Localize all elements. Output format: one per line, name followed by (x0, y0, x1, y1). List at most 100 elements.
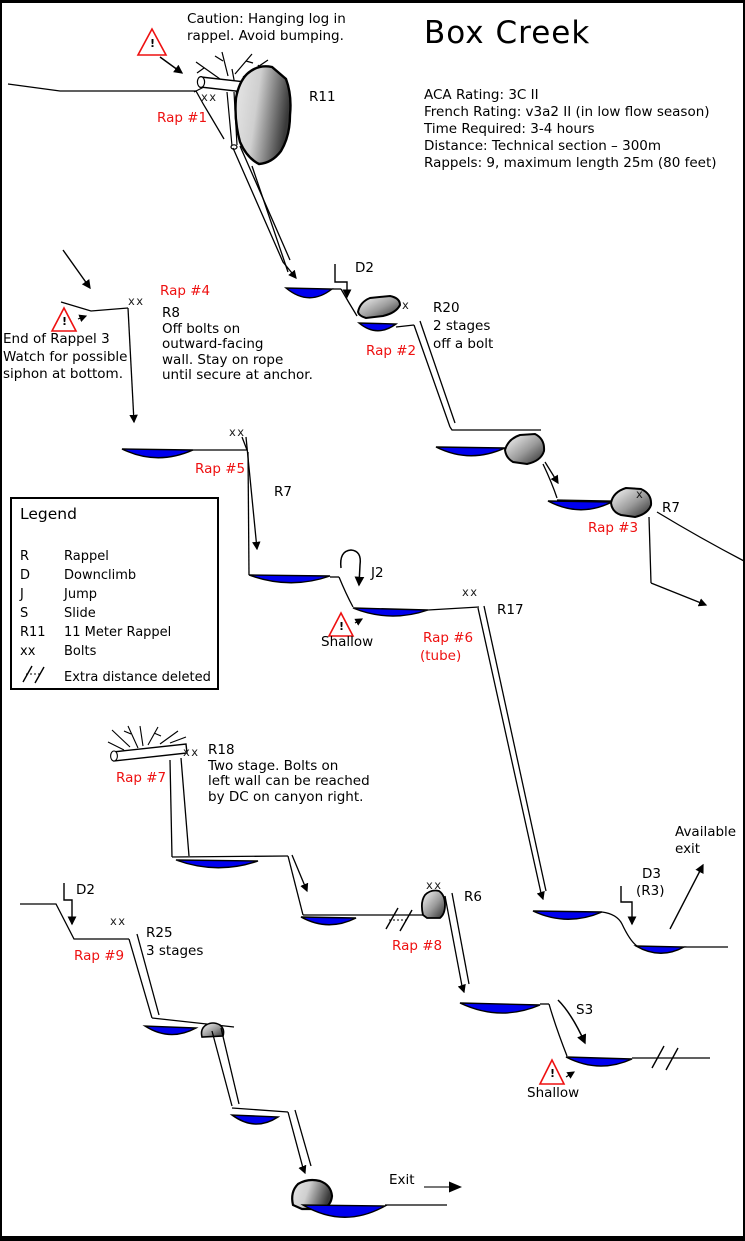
s3-label: S3 (576, 1002, 594, 1018)
rap6-tube-rappel (477, 605, 547, 901)
floor-rap7-mid (171, 855, 289, 858)
pool-14 (142, 1025, 199, 1036)
bolts-rap7: xx (183, 745, 200, 759)
floor-after-pool-2 (395, 324, 415, 328)
legend-label-bolts: Bolts (64, 644, 97, 659)
info-aca-rating: ACA Rating: 3C II (424, 87, 539, 103)
r18-note: R18 Two stage. Bolts on left wall can be… (208, 742, 370, 805)
floor-r25-stage2 (231, 1107, 289, 1113)
floor-row4-start (20, 903, 129, 940)
pool-12 (459, 1002, 541, 1014)
legend-row-bolts: xx Bolts (20, 644, 96, 659)
rap8-label: Rap #8 (392, 938, 443, 954)
rap6-label: Rap #6 (423, 630, 474, 646)
r7-top-label: R7 (662, 500, 680, 516)
r18-line3: left wall can be reached (208, 773, 370, 789)
r11-label: R11 (309, 89, 336, 105)
d3-note: D3 (R3) (636, 866, 665, 900)
pool-13-shallow (565, 1056, 633, 1067)
extra-distance-symbol-icon (20, 663, 64, 689)
caution-pointer-arrow (159, 56, 184, 74)
end-r3-line3: siphon at bottom. (3, 366, 123, 382)
pool-1 (283, 287, 334, 299)
d3-line2: (R3) (636, 883, 665, 899)
rock-rap3 (609, 486, 653, 519)
bolts-rap5: xx (229, 425, 246, 439)
r8-line1: R8 (162, 305, 180, 321)
rap5-r7-drop (245, 436, 261, 576)
caution-line-1: Caution: Hanging log in (187, 11, 346, 27)
info-rappels: Rappels: 9, maximum length 25m (80 feet) (424, 155, 717, 171)
end-r3-line1: End of Rappel 3 (3, 331, 110, 347)
legend-title: Legend (20, 505, 77, 523)
legend-symbol-bolts: xx (20, 644, 36, 659)
r8-line2: Off bolts on (162, 320, 241, 337)
warning-mark-shallow1: ! (339, 620, 345, 633)
rap7-ropes (169, 757, 190, 858)
downclimb-2-arrow-top (334, 264, 352, 299)
frame-bottom (0, 1236, 745, 1241)
pool-2 (356, 322, 399, 332)
bolt-r20: x (402, 298, 411, 312)
r18-line2: Two stage. Bolts on (208, 757, 339, 774)
info-time: Time Required: 3-4 hours (424, 121, 595, 137)
r25-line2: 3 stages (146, 943, 204, 959)
r7-exit-lines (648, 511, 745, 607)
legend-label-rappel: Rappel (64, 549, 109, 564)
r20-line3: off a bolt (433, 336, 494, 352)
r8-line5: until secure at anchor. (162, 367, 313, 383)
rap9-label: Rap #9 (74, 948, 125, 964)
r20-two-stage-rappel (413, 320, 541, 431)
legend-label-slide: Slide (64, 606, 96, 621)
end-rappel3-ledge (60, 301, 129, 312)
log-rap7-drawing (107, 725, 188, 762)
r8-note: R8 Off bolts on outward-facing wall. Sta… (162, 305, 313, 384)
pool-4 (547, 500, 613, 511)
r18-line1: R18 (208, 742, 235, 758)
rap4-label: Rap #4 (160, 283, 211, 299)
rock-rap8 (420, 889, 446, 919)
info-distance: Distance: Technical section – 300m (424, 138, 662, 154)
pool-9 (633, 945, 687, 954)
frame-top (0, 0, 745, 3)
r25-stage1-ropes (128, 933, 160, 1019)
d3-line1: D3 (642, 866, 661, 882)
pool-6 (248, 574, 331, 584)
warning-shallow1-pointer (354, 618, 364, 626)
warning-mark-log: ! (150, 37, 156, 50)
pool-3 (435, 446, 506, 457)
floor-r17 (427, 606, 480, 611)
route-info: ACA Rating: 3C II French Rating: v3a2 II… (424, 87, 717, 172)
rap3-label: Rap #3 (588, 520, 639, 536)
shallow1-label: Shallow (321, 634, 374, 650)
rock-pool3 (503, 432, 546, 466)
d2-top-label: D2 (355, 260, 374, 276)
r25-stage3-ropes (287, 1109, 312, 1175)
distance-deleted-symbol-1 (385, 907, 413, 932)
rap7-label: Rap #7 (116, 770, 167, 786)
r6-label: R6 (464, 889, 482, 905)
r20-line1: R20 (433, 300, 460, 316)
s3-wall (548, 1003, 568, 1057)
j2-label: J2 (371, 565, 384, 581)
pool-15 (229, 1114, 281, 1125)
legend-row-extra-distance: Extra distance deleted (20, 663, 211, 689)
r25-line1: R25 (146, 925, 173, 941)
pool-5 (121, 448, 194, 459)
pool-11 (300, 916, 357, 926)
bolts-rap1: xx (201, 90, 218, 104)
warning-triangle-siphon (50, 306, 78, 332)
warning-triangle-shallow2 (538, 1058, 566, 1085)
warning-triangle-shallow1 (327, 611, 355, 637)
r20-stage2-drop (542, 461, 559, 499)
r18-line4: by DC on canyon right. (208, 788, 364, 805)
r25-note: R25 3 stages (146, 924, 203, 960)
warning-mark-siphon: ! (62, 315, 68, 328)
